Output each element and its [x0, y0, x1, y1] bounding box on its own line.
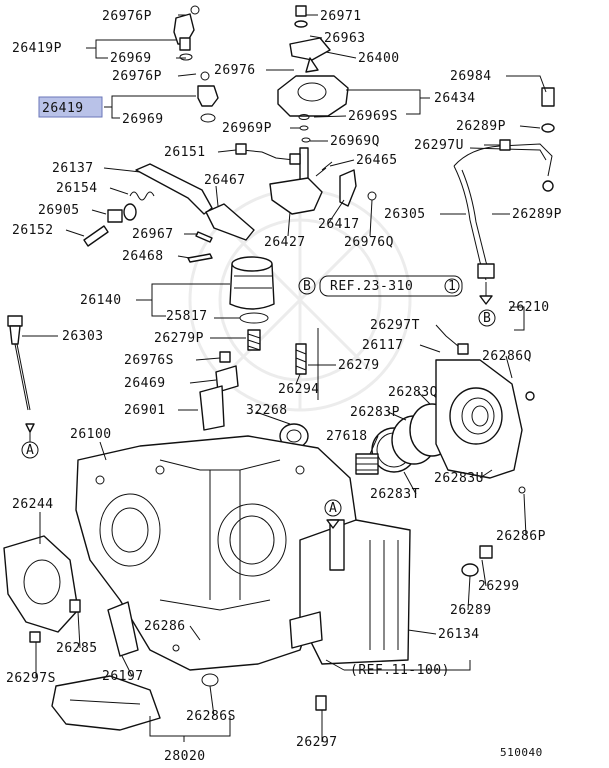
label-26299[interactable]: 26299 [478, 579, 520, 594]
strainer-28020 [51, 675, 161, 731]
label-26969S[interactable]: 26969S [348, 109, 398, 124]
label-26297[interactable]: 26297 [296, 735, 338, 750]
sensor-26419P [173, 5, 200, 61]
label-26400[interactable]: 26400 [358, 51, 400, 66]
label-26100[interactable]: 26100 [70, 427, 112, 442]
label-25817[interactable]: 25817 [166, 309, 208, 324]
leader-lines [22, 14, 547, 742]
label-26286[interactable]: 26286 [144, 619, 186, 634]
label-26283P[interactable]: 26283P [350, 405, 400, 420]
label-28020[interactable]: 28020 [164, 749, 206, 764]
label-26137[interactable]: 26137 [52, 161, 94, 176]
bracket-26467 [187, 203, 255, 263]
label-26289P-b[interactable]: 26289P [512, 207, 562, 222]
sensor-26419 [197, 71, 219, 123]
label-26434[interactable]: 26434 [434, 91, 476, 106]
label-26427[interactable]: 26427 [264, 235, 306, 250]
label-26289P-a[interactable]: 26289P [456, 119, 506, 134]
label-32268[interactable]: 32268 [246, 403, 288, 418]
label-ref-23-310[interactable]: REF.23-310 [330, 279, 413, 294]
label-26154[interactable]: 26154 [56, 181, 98, 196]
label-26967[interactable]: 26967 [132, 227, 174, 242]
label-26286P[interactable]: 26286P [496, 529, 546, 544]
label-26976S[interactable]: 26976S [124, 353, 174, 368]
label-26417[interactable]: 26417 [318, 217, 360, 232]
label-26469[interactable]: 26469 [124, 376, 166, 391]
arrow-markers [29, 282, 493, 529]
valve-parts [199, 329, 261, 431]
label-circle-B-b[interactable]: B [483, 311, 491, 326]
transmission-case-26100 [75, 435, 357, 671]
label-26976P-top[interactable]: 26976P [102, 9, 152, 24]
label-26244[interactable]: 26244 [12, 497, 54, 512]
shaft-26465 [269, 147, 333, 215]
label-26197[interactable]: 26197 [102, 669, 144, 684]
highlight-box [38, 96, 103, 118]
label-26969-a[interactable]: 26969 [110, 51, 152, 66]
label-26279P[interactable]: 26279P [154, 331, 204, 346]
label-26134[interactable]: 26134 [438, 627, 480, 642]
cover-26244 [3, 535, 81, 643]
label-26140[interactable]: 26140 [80, 293, 122, 308]
plug-26299 [461, 545, 493, 577]
housing-26117 [435, 343, 535, 494]
diagram-code: 510040 [500, 746, 543, 759]
label-26283U[interactable]: 26283U [434, 471, 484, 486]
label-26297S[interactable]: 26297S [6, 671, 56, 686]
label-26905[interactable]: 26905 [38, 203, 80, 218]
label-26984[interactable]: 26984 [450, 69, 492, 84]
switch-26434 [277, 75, 349, 143]
label-circle-A-a[interactable]: A [26, 443, 34, 458]
label-26152[interactable]: 26152 [12, 223, 54, 238]
label-26286S[interactable]: 26286S [186, 709, 236, 724]
label-26963[interactable]: 26963 [324, 31, 366, 46]
label-26468[interactable]: 26468 [122, 249, 164, 264]
label-26151[interactable]: 26151 [164, 145, 206, 160]
label-26210[interactable]: 26210 [508, 300, 550, 315]
label-26976P-mid[interactable]: 26976P [112, 69, 162, 84]
label-26117[interactable]: 26117 [362, 338, 404, 353]
label-26467[interactable]: 26467 [204, 173, 246, 188]
label-27618[interactable]: 27618 [326, 429, 368, 444]
bolt-26294 [295, 328, 319, 400]
label-ref-11-100[interactable]: (REF.11-100) [350, 663, 450, 678]
label-26283T[interactable]: 26283T [370, 487, 420, 502]
label-26971[interactable]: 26971 [320, 9, 362, 24]
harness-26151 [235, 143, 301, 165]
part-labels: 26976P 26971 26419P 26963 26969 26400 26… [6, 9, 562, 764]
label-26294[interactable]: 26294 [278, 382, 320, 397]
label-26286Q[interactable]: 26286Q [482, 349, 532, 364]
label-26976[interactable]: 26976 [214, 63, 256, 78]
label-ref-23-circle: 1 [448, 279, 456, 294]
label-26901[interactable]: 26901 [124, 403, 166, 418]
parts-26971-26963 [294, 5, 308, 28]
lever-26400 [289, 37, 331, 73]
label-26297T[interactable]: 26297T [370, 318, 420, 333]
label-26297U[interactable]: 26297U [414, 138, 464, 153]
label-26976Q[interactable]: 26976Q [344, 235, 394, 250]
label-26969Q[interactable]: 26969Q [330, 134, 380, 149]
label-26289[interactable]: 26289 [450, 603, 492, 618]
filter-26140 [229, 256, 275, 324]
label-26465[interactable]: 26465 [356, 153, 398, 168]
label-26285[interactable]: 26285 [56, 641, 98, 656]
label-26305[interactable]: 26305 [384, 207, 426, 222]
linkage-26137 [83, 163, 213, 247]
label-26969-b[interactable]: 26969 [122, 112, 164, 127]
label-26419[interactable]: 26419 [42, 101, 84, 116]
label-circle-A-b[interactable]: A [329, 501, 337, 516]
label-26303[interactable]: 26303 [62, 329, 104, 344]
spring-26417 [339, 169, 377, 207]
pipe-26305 [453, 87, 555, 281]
label-26279[interactable]: 26279 [338, 358, 380, 373]
label-circle-B-a[interactable]: B [303, 279, 311, 294]
label-26969P[interactable]: 26969P [222, 121, 272, 136]
dipstick-26303 [7, 315, 35, 433]
oil-pan-26134 [289, 519, 411, 665]
label-26283Q[interactable]: 26283Q [388, 385, 438, 400]
ref-markers [21, 275, 496, 517]
label-26419P[interactable]: 26419P [12, 41, 62, 56]
